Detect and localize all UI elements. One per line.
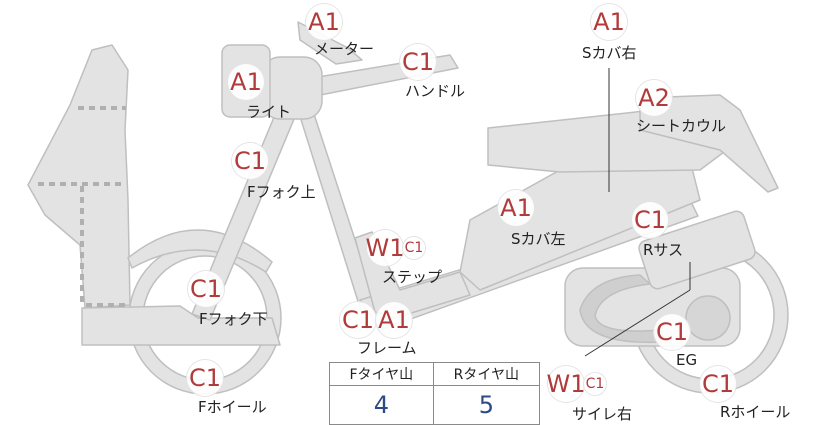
grade-badge: C1 xyxy=(340,302,376,338)
drive-chain xyxy=(579,274,666,344)
grade-badge: C1 xyxy=(232,143,268,179)
seat-cowl-shape xyxy=(639,94,779,193)
grade-badge: A1 xyxy=(591,4,627,40)
grade-badge: C1 xyxy=(187,360,223,396)
grade-badge: C1 xyxy=(188,271,224,307)
tire-tread-table: Fタイヤ山 Rタイヤ山 4 5 xyxy=(329,362,541,425)
front-tread-value: 4 xyxy=(329,385,434,425)
light-grade: A1 xyxy=(228,64,264,100)
muffler-right-label: サイレ右 xyxy=(572,405,633,423)
grade-badge: A1 xyxy=(498,190,534,226)
grade-badge: W1 xyxy=(547,366,586,402)
grade-badge: C1 xyxy=(654,314,690,350)
handle-grade: C1 xyxy=(400,44,436,80)
r-wheel-grade: C1 xyxy=(700,366,736,402)
f-fork-upper-grade: C1 xyxy=(232,143,268,179)
s-cover-right-grade: A1 xyxy=(591,4,627,40)
light-label: ライト xyxy=(246,103,292,121)
grade-badge-small: C1 xyxy=(403,237,425,259)
handle-label: ハンドル xyxy=(405,82,466,100)
grade-badge: C1 xyxy=(400,44,436,80)
leg-shield xyxy=(27,44,131,309)
seat-cowl-grade: A2 xyxy=(636,80,672,116)
f-wheel-label: Fホイール xyxy=(198,398,267,416)
frame-tube xyxy=(297,107,379,315)
f-fork-upper-label: Fフォク上 xyxy=(247,183,316,201)
f-wheel-grade: C1 xyxy=(187,360,223,396)
grade-badge: C1 xyxy=(632,202,668,238)
engine-label: EG xyxy=(676,351,698,369)
grade-badge: C1 xyxy=(700,366,736,402)
floor-pan xyxy=(81,305,281,346)
step-label: ステップ xyxy=(382,268,443,286)
engine-grade: C1 xyxy=(654,314,690,350)
grade-badge: A1 xyxy=(376,302,412,338)
grade-badge-small: C1 xyxy=(584,373,606,395)
s-cover-right-label: Sカバ右 xyxy=(582,44,637,62)
meter-label: メーター xyxy=(314,40,375,58)
grade-badge: A1 xyxy=(306,4,342,40)
rear-shock xyxy=(638,210,756,290)
s-cover-left-grade: A1 xyxy=(498,190,534,226)
seat-cowl-label: シートカウル xyxy=(636,117,727,135)
r-suspension-grade: C1 xyxy=(632,202,668,238)
grade-badge: A1 xyxy=(228,64,264,100)
rear-tread-value: 5 xyxy=(432,385,541,425)
f-fork-lower-grade: C1 xyxy=(188,271,224,307)
r-suspension-label: Rサス xyxy=(643,241,684,259)
rear-hub xyxy=(685,295,731,341)
leader-muffler xyxy=(584,289,691,357)
frame-label: フレーム xyxy=(357,339,417,357)
r-wheel-label: Rホイール xyxy=(720,403,791,421)
f-fork-lower-label: Fフォク下 xyxy=(199,310,268,328)
rear-tread-header: Rタイヤ山 xyxy=(432,362,541,386)
meter-grade: A1 xyxy=(306,4,342,40)
front-tread-header: Fタイヤ山 xyxy=(329,362,434,386)
grade-badge: A2 xyxy=(636,80,672,116)
grade-badge: W1 xyxy=(366,230,405,266)
s-cover-left-label: Sカバ左 xyxy=(511,230,566,248)
